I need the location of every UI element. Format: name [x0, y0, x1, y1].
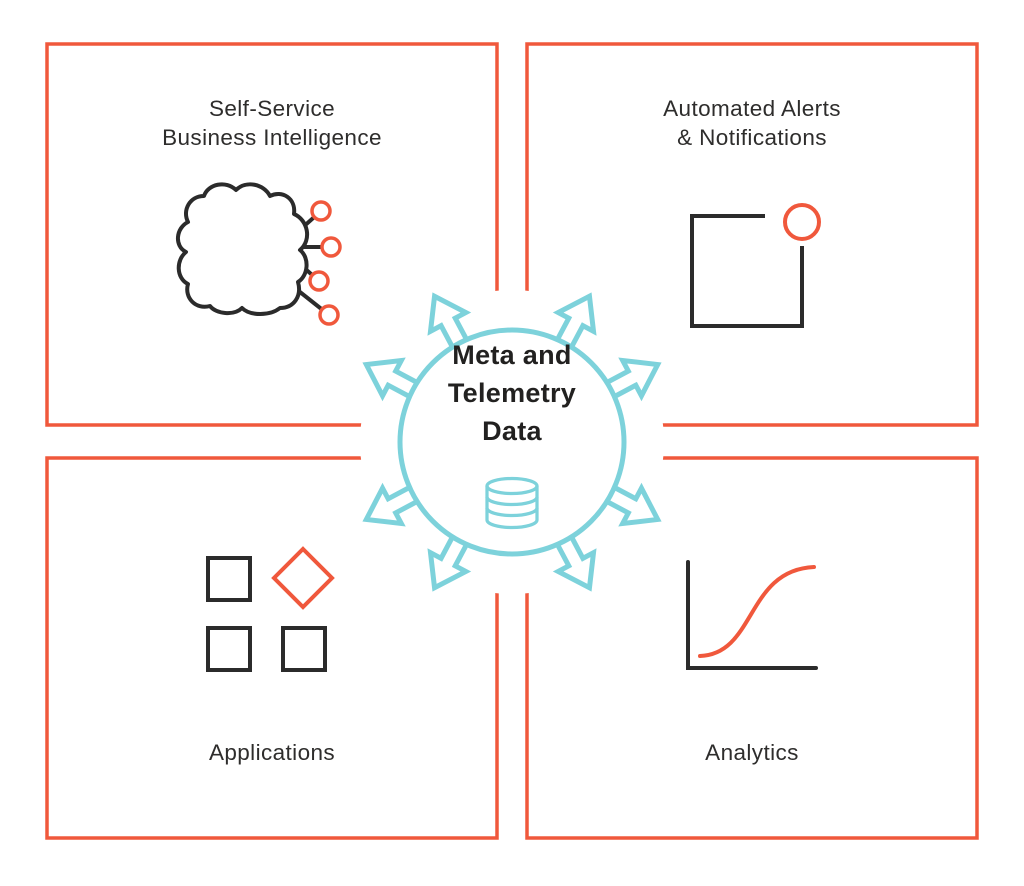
- app-modules-icon: [206, 546, 335, 672]
- hub-title-line: Data: [482, 416, 542, 446]
- quadrant-label-line: Applications: [208, 740, 336, 765]
- outward-arrows-circle-icon: [357, 287, 667, 597]
- database-top: [485, 476, 539, 496]
- quadrant-label-top-right: Automated Alerts & Notifications: [527, 94, 977, 152]
- quadrant-label-bottom-right: Analytics: [527, 738, 977, 767]
- quadrant-label-bottom-left: Applications: [47, 738, 497, 767]
- database-body: [485, 486, 539, 530]
- quadrant-label-line: & Notifications: [677, 125, 827, 150]
- module-square: [206, 626, 252, 672]
- database-ring: [485, 496, 539, 507]
- quadrant-box-bottom-right: [525, 456, 979, 840]
- quadrant-label-line: Business Intelligence: [162, 125, 382, 150]
- database-ring: [485, 507, 539, 518]
- module-square: [281, 626, 327, 672]
- network-node: [320, 236, 342, 258]
- growth-chart-icon: [686, 560, 818, 670]
- hub-title-line: Telemetry: [447, 378, 577, 408]
- chart-axes: [686, 560, 818, 670]
- growth-curve: [698, 565, 816, 658]
- module-square: [206, 556, 252, 602]
- quadrant-label-line: Analytics: [705, 740, 799, 765]
- quadrant-box-top-left: [45, 42, 499, 427]
- quadrant-label-top-left: Self-Service Business Intelligence: [47, 94, 497, 152]
- cloud-network-icon: [176, 182, 342, 326]
- database-icon: [485, 476, 539, 530]
- alert-dot: [783, 203, 821, 241]
- quadrant-label-line: Self-Service: [208, 96, 336, 121]
- quadrant-box-bottom-left: [45, 456, 499, 840]
- network-node: [308, 270, 330, 292]
- quadrant-box-top-right: [525, 42, 979, 427]
- cloud-shape: [176, 182, 310, 316]
- alert-monitor-icon: [690, 203, 821, 328]
- quadrant-label-line: Automated Alerts: [663, 96, 841, 121]
- monitor-outline: [690, 214, 804, 328]
- network-node: [318, 304, 340, 326]
- hub-title-line: Meta and: [452, 340, 572, 370]
- hub-circle: [397, 327, 627, 557]
- network-node: [310, 200, 332, 222]
- module-diamond: [271, 546, 335, 610]
- hub-title: Meta and Telemetry Data: [392, 336, 632, 450]
